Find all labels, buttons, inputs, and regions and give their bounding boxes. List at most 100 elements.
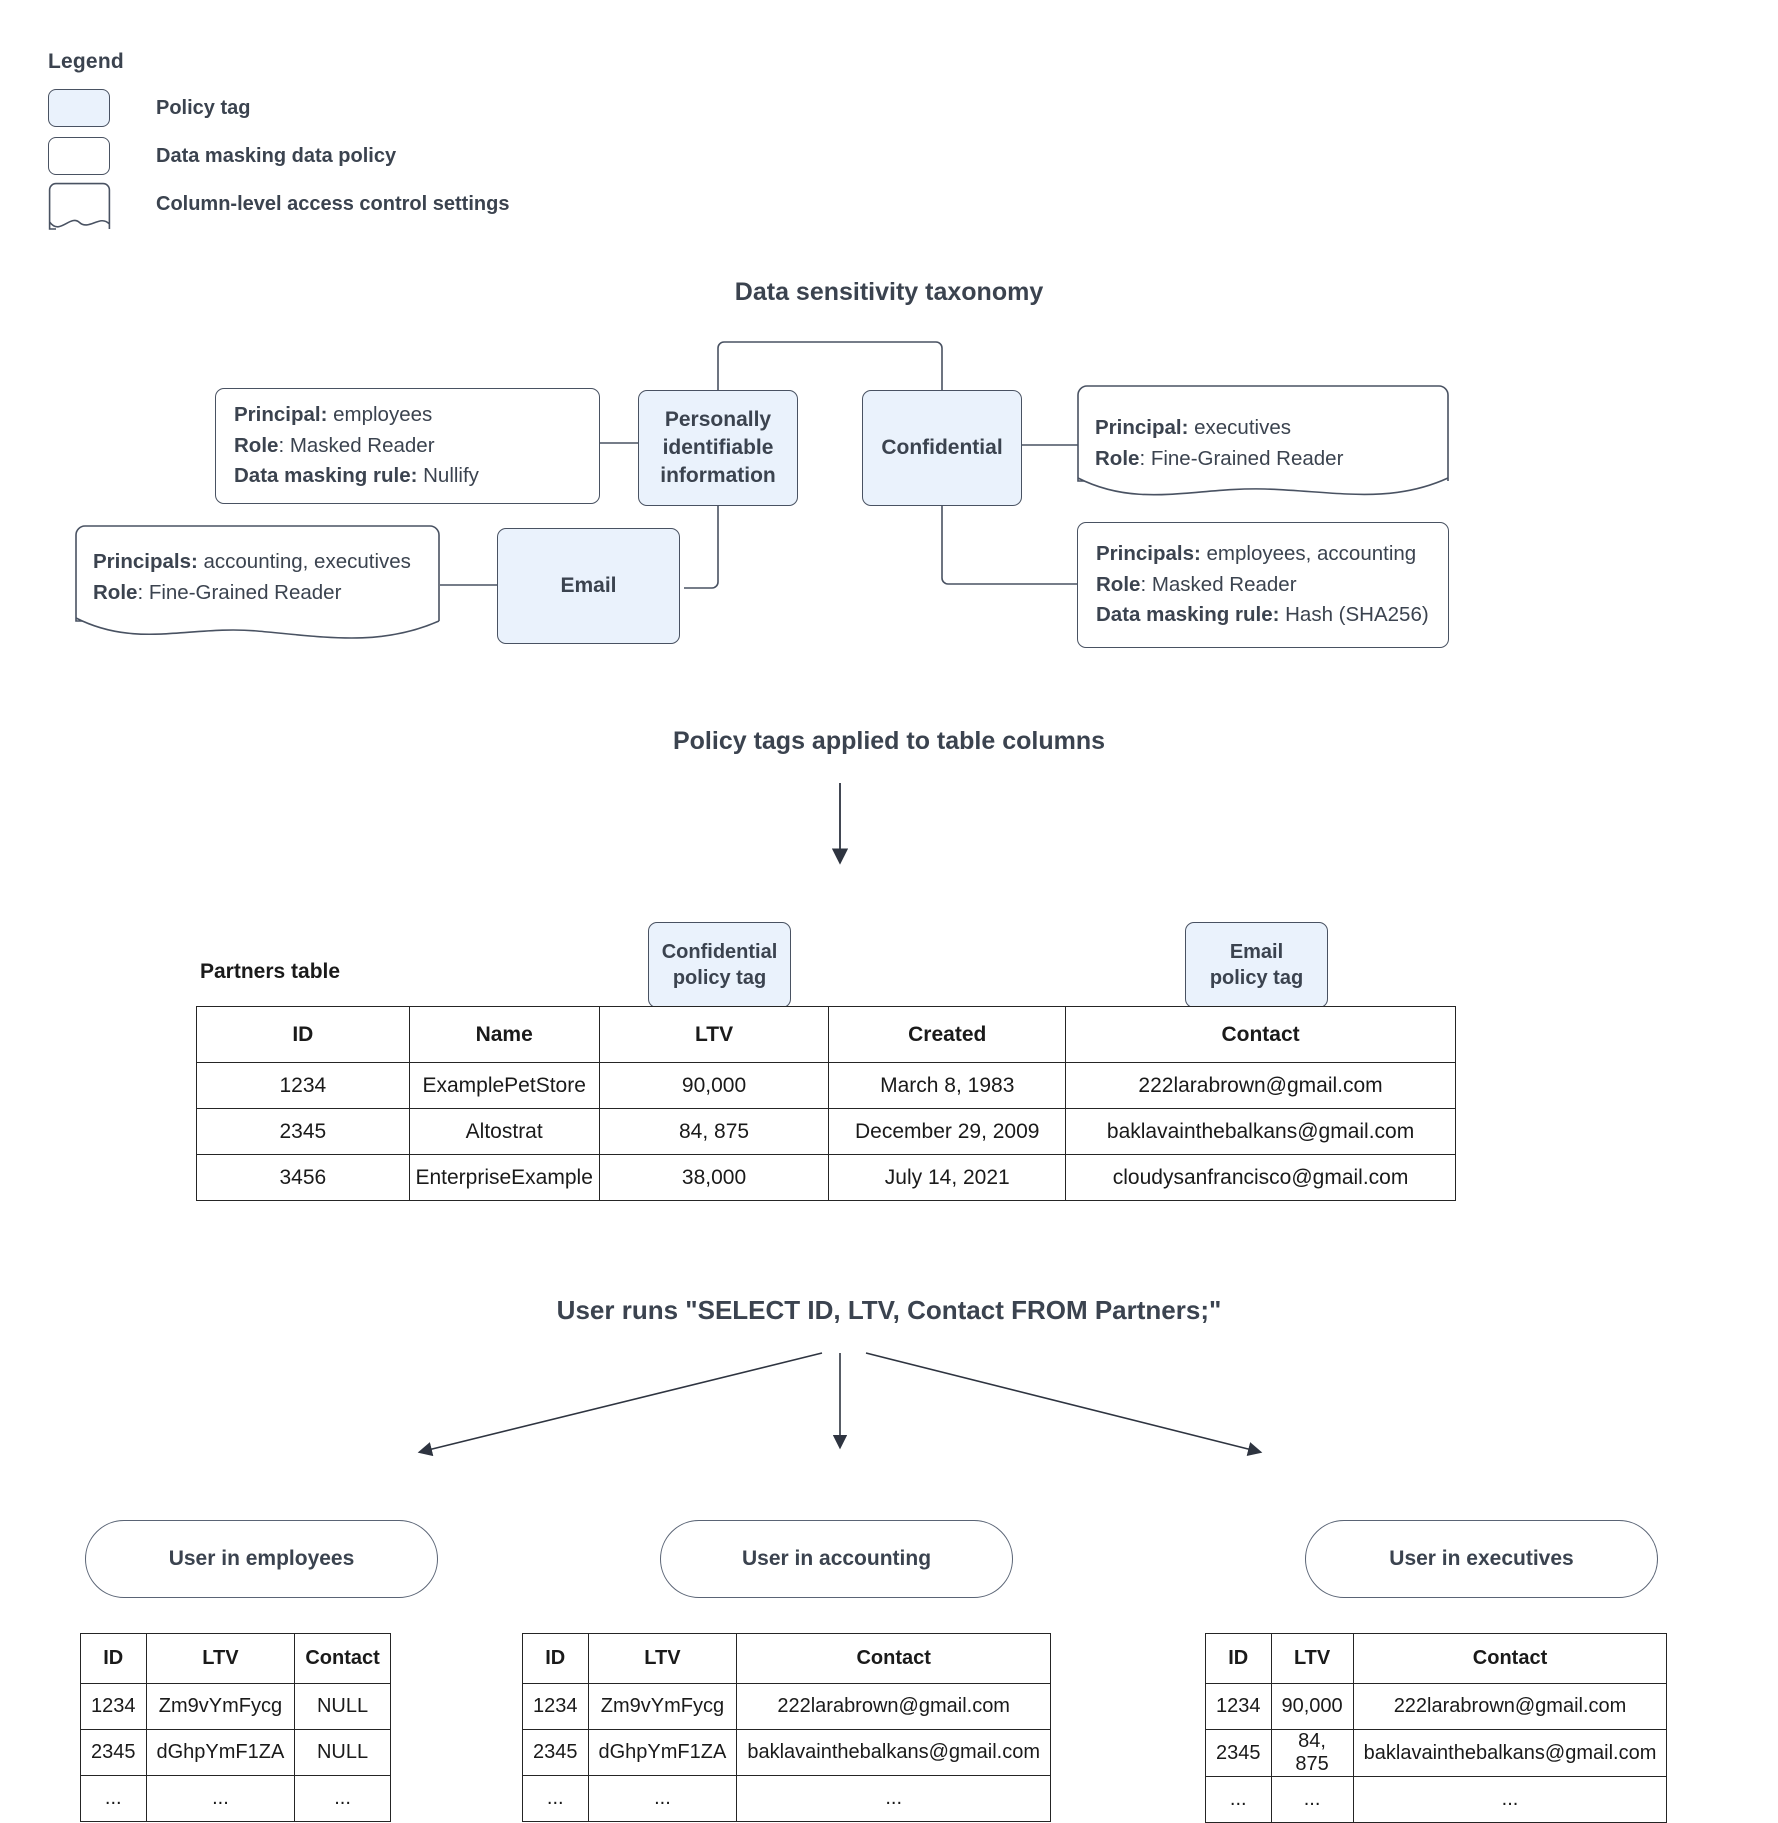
- res0-r2-id: ...: [80, 1775, 147, 1822]
- partners-r1-created: December 29, 2009: [828, 1108, 1067, 1155]
- policy-tag-email[interactable]: Email: [497, 528, 680, 644]
- policy-tag-confidential[interactable]: Confidential: [862, 390, 1022, 506]
- res1-r0-id: 1234: [522, 1683, 589, 1730]
- res2-r1-id: 2345: [1205, 1729, 1272, 1777]
- res0-r2-contact: ...: [294, 1775, 391, 1822]
- email-access-line2-val: : Fine-Grained Reader: [137, 580, 342, 604]
- table-row: 1234 90,000 222larabrown@gmail.com: [1205, 1683, 1668, 1730]
- policy-tag-email-label: Email: [560, 574, 617, 598]
- confidential-masking-line1-val: employees, accounting: [1200, 541, 1417, 565]
- policy-tag-swatch-icon: [48, 89, 110, 127]
- result-executives-header-row: ID LTV Contact: [1205, 1633, 1668, 1684]
- confidential-access-line1-key: Principal:: [1095, 416, 1189, 439]
- res0-r2-ltv: ...: [145, 1775, 296, 1822]
- res2-col-contact: Contact: [1352, 1633, 1668, 1684]
- partners-r1-id: 2345: [196, 1108, 410, 1155]
- applied-section-title: Policy tags applied to table columns: [672, 727, 1106, 755]
- pill-user-in-employees: User in employees: [85, 1520, 438, 1598]
- res1-r1-ltv: dGhpYmF1ZA: [587, 1729, 738, 1776]
- partners-col-ltv: LTV: [598, 1006, 830, 1063]
- res1-r1-id: 2345: [522, 1729, 589, 1776]
- res0-col-contact: Contact: [294, 1633, 391, 1684]
- result-table-employees: ID LTV Contact 1234 Zm9vYmFycg NULL 2345…: [80, 1633, 391, 1822]
- table-row: ... ... ...: [1205, 1776, 1668, 1823]
- res1-r0-contact: 222larabrown@gmail.com: [736, 1683, 1052, 1730]
- confidential-access-line2-val: : Fine-Grained Reader: [1139, 446, 1344, 470]
- email-access-line2-key: Role: [93, 580, 138, 604]
- res0-r0-id: 1234: [80, 1683, 147, 1730]
- table-row: 3456 EnterpriseExample 38,000 July 14, 2…: [196, 1154, 1456, 1201]
- partners-col-id: ID: [196, 1006, 410, 1063]
- partners-r2-created: July 14, 2021: [828, 1154, 1067, 1201]
- policy-tag-personally-identifiable-information[interactable]: Personally identifiable information: [638, 390, 798, 506]
- res2-r0-contact: 222larabrown@gmail.com: [1352, 1683, 1668, 1730]
- legend-label-data-masking: Data masking data policy: [156, 144, 397, 167]
- res0-r0-ltv: Zm9vYmFycg: [145, 1683, 296, 1730]
- partners-r1-contact: baklavainthebalkans@gmail.com: [1065, 1108, 1456, 1155]
- pill-user-in-accounting: User in accounting: [660, 1520, 1013, 1598]
- res2-r2-ltv: ...: [1270, 1776, 1354, 1823]
- pii-masking-line3-val: Nullify: [417, 464, 479, 488]
- pii-masking-line2-key: Role: [234, 433, 279, 457]
- legend-item-data-masking: Data masking data policy: [48, 132, 509, 180]
- res1-r1-contact: baklavainthebalkans@gmail.com: [736, 1729, 1052, 1776]
- policy-tag-email-on-contact[interactable]: Email policy tag: [1185, 922, 1328, 1008]
- partners-r2-id: 3456: [196, 1154, 410, 1201]
- res1-r2-ltv: ...: [587, 1775, 738, 1822]
- partners-r2-contact: cloudysanfrancisco@gmail.com: [1065, 1154, 1456, 1201]
- result-accounting-header-row: ID LTV Contact: [522, 1633, 1052, 1684]
- res1-r0-ltv: Zm9vYmFycg: [587, 1683, 738, 1730]
- card-pii-data-masking-policy: Principal: employees Role: Masked Reader…: [215, 388, 600, 504]
- table-row: ... ... ...: [80, 1775, 391, 1822]
- email-access-line1-val: accounting, executives: [197, 550, 411, 573]
- partners-table-caption: Partners table: [200, 960, 341, 983]
- result-employees-header-row: ID LTV Contact: [80, 1633, 391, 1684]
- partners-r2-name: EnterpriseExample: [408, 1154, 600, 1201]
- partners-table: ID Name LTV Created Contact 1234 Example…: [196, 1006, 1456, 1201]
- legend: Legend Policy tag Data masking data poli…: [48, 50, 510, 230]
- result-table-accounting: ID LTV Contact 1234 Zm9vYmFycg 222larabr…: [522, 1633, 1052, 1822]
- table-row: ... ... ...: [522, 1775, 1052, 1822]
- partners-r0-id: 1234: [196, 1062, 410, 1109]
- pii-masking-line2-val: : Masked Reader: [278, 433, 435, 457]
- table-row: 1234 Zm9vYmFycg 222larabrown@gmail.com: [522, 1683, 1052, 1730]
- legend-item-column-access: Column-level access control settings: [48, 180, 510, 230]
- partners-r1-ltv: 84, 875: [598, 1108, 830, 1155]
- query-section-title: User runs "SELECT ID, LTV, Contact FROM …: [556, 1295, 1222, 1325]
- res2-r0-ltv: 90,000: [1270, 1683, 1354, 1730]
- partners-col-name: Name: [408, 1006, 600, 1063]
- res0-col-id: ID: [80, 1633, 147, 1684]
- table-row: 2345 dGhpYmF1ZA NULL: [80, 1729, 391, 1776]
- partners-r2-ltv: 38,000: [598, 1154, 830, 1201]
- res2-col-ltv: LTV: [1270, 1633, 1354, 1684]
- res2-r0-id: 1234: [1205, 1683, 1272, 1730]
- partners-r0-ltv: 90,000: [598, 1062, 830, 1109]
- confidential-masking-line3-key: Data masking rule:: [1096, 603, 1280, 627]
- policy-tag-pii-label: Personally identifiable information: [660, 408, 776, 487]
- confidential-masking-line2-val: : Masked Reader: [1140, 572, 1297, 596]
- table-row: 1234 Zm9vYmFycg NULL: [80, 1683, 391, 1730]
- res0-r0-contact: NULL: [294, 1683, 391, 1730]
- confidential-masking-line2-key: Role: [1096, 572, 1141, 596]
- res2-r1-ltv: 84, 875: [1270, 1729, 1354, 1777]
- partners-r0-created: March 8, 1983: [828, 1062, 1067, 1109]
- taxonomy-section-title: Data sensitivity taxonomy: [734, 278, 1044, 306]
- res2-col-id: ID: [1205, 1633, 1272, 1684]
- column-access-swatch-icon: [48, 182, 111, 230]
- legend-label-column-access: Column-level access control settings: [156, 192, 510, 215]
- res1-r2-id: ...: [522, 1775, 589, 1822]
- pill-user-in-executives-label: User in executives: [1389, 1547, 1574, 1570]
- res2-r2-contact: ...: [1352, 1776, 1668, 1823]
- legend-label-policy-tag: Policy tag: [156, 96, 251, 119]
- pill-user-in-executives: User in executives: [1305, 1520, 1658, 1598]
- policy-tag-confidential-on-ltv[interactable]: Confidential policy tag: [648, 922, 791, 1008]
- res0-r1-contact: NULL: [294, 1729, 391, 1776]
- pii-masking-line3-key: Data masking rule:: [234, 464, 418, 488]
- email-access-line1-key: Principals:: [93, 550, 198, 573]
- res0-r1-ltv: dGhpYmF1ZA: [145, 1729, 296, 1776]
- pill-user-in-employees-label: User in employees: [168, 1547, 355, 1570]
- res1-col-id: ID: [522, 1633, 589, 1684]
- res2-r2-id: ...: [1205, 1776, 1272, 1823]
- policy-tag-confidential-on-ltv-line1: Confidential: [661, 940, 778, 963]
- legend-title: Legend: [48, 50, 124, 73]
